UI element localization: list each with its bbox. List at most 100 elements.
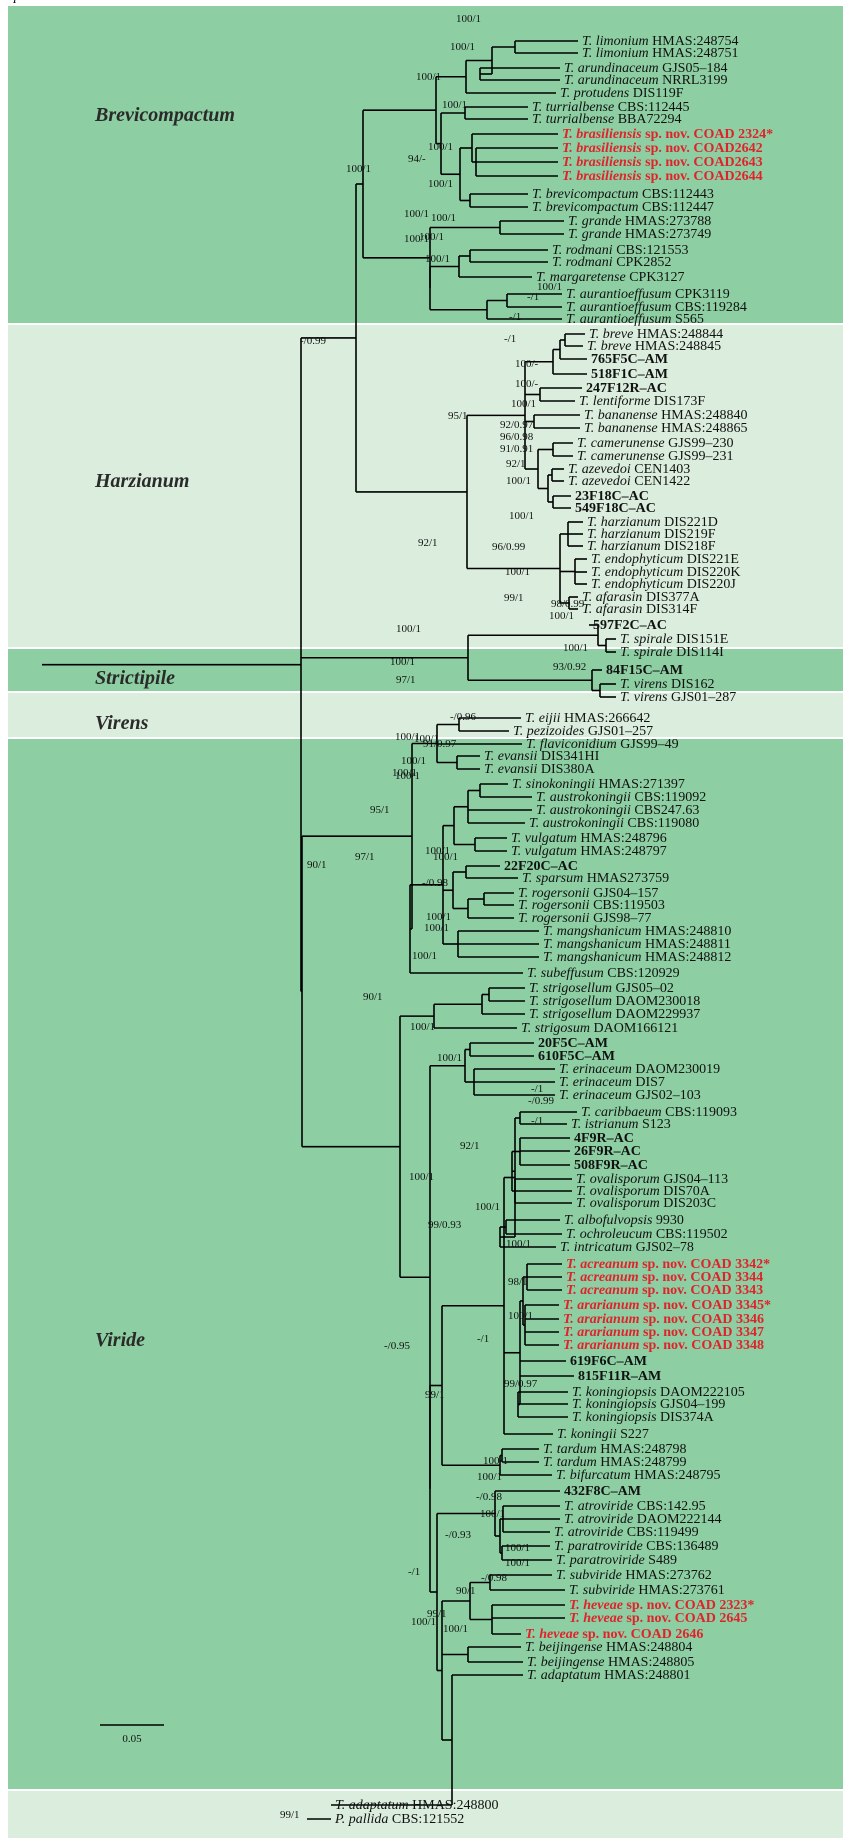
tip-strain-id: DIS220J bbox=[687, 577, 737, 592]
tip-species-name: T. rogersonii bbox=[518, 911, 593, 926]
tip-strain-id: DAOM166121 bbox=[593, 1021, 678, 1036]
tip-species-name: T. turrialbense bbox=[532, 112, 618, 127]
tip-label: T. koningiopsis GJS04–199 bbox=[572, 1397, 725, 1412]
tip-strain-id: CBS:121553 bbox=[616, 243, 688, 258]
tip-label: T. camerunense GJS99–230 bbox=[577, 436, 733, 451]
support-value: 100/1 bbox=[456, 13, 481, 25]
tip-species-name: T. albofulvopsis bbox=[564, 1213, 656, 1228]
tip-species-name: T. subviride bbox=[556, 1568, 625, 1583]
support-value: 100/1 bbox=[425, 845, 450, 857]
tip-label: T. caribbaeum CBS:119093 bbox=[581, 1105, 737, 1120]
support-value: 95/1 bbox=[448, 410, 468, 422]
tip-species-name: T. rogersonii bbox=[518, 898, 593, 913]
tip-label: T. rogersonii CBS:119503 bbox=[518, 898, 665, 913]
clade-label-harzianum: Harzianum bbox=[94, 470, 189, 492]
tip-label: 26F9R–AC bbox=[574, 1144, 641, 1159]
tip-label-new-species: T. ararianum sp. nov. COAD 3345* bbox=[563, 1298, 771, 1313]
tip-label: 765F5C–AM bbox=[591, 352, 668, 367]
band-outgroup bbox=[8, 1790, 843, 1838]
band-harzianum bbox=[8, 324, 843, 648]
tip-label: T. ovalisporum DIS203C bbox=[576, 1196, 716, 1211]
tip-species-name: T. endophyticum bbox=[591, 565, 687, 580]
tip-strain-id: DIS70A bbox=[663, 1184, 711, 1199]
tip-species-name: T. mangshanicum bbox=[543, 937, 645, 952]
tip-strain-id: sp. nov. COAD 3344 bbox=[642, 1270, 763, 1285]
tip-species-name: T. ararianum bbox=[563, 1312, 643, 1327]
support-value: 90/1 bbox=[363, 991, 383, 1003]
tip-species-name: T. lentiforme bbox=[579, 394, 654, 409]
tip-label-new-species: T. ararianum sp. nov. COAD 3346 bbox=[563, 1312, 764, 1327]
tip-strain-id: 4F9R–AC bbox=[574, 1131, 634, 1146]
tip-strain-id: DIS374A bbox=[660, 1410, 715, 1425]
support-value: 100/1 bbox=[549, 610, 574, 622]
tip-label: T. harzianum DIS218F bbox=[587, 539, 716, 554]
support-value: 91/0.97 bbox=[423, 738, 457, 750]
tip-strain-id: DIS151E bbox=[676, 632, 728, 647]
support-value: 100/1 bbox=[505, 566, 530, 578]
tip-label: T. turrialbense CBS:112445 bbox=[532, 100, 690, 115]
tip-strain-id: sp. nov. COAD 3343 bbox=[642, 1283, 763, 1298]
tip-strain-id: 597F2C–AC bbox=[593, 618, 667, 633]
tip-species-name: T. spirale bbox=[620, 632, 676, 647]
tip-label: T. beijingense HMAS:248804 bbox=[525, 1640, 692, 1655]
tip-species-name: T. caribbaeum bbox=[581, 1105, 665, 1120]
tip-strain-id: sp. nov. COAD 3346 bbox=[643, 1312, 764, 1327]
tip-species-name: T. arundinaceum bbox=[564, 73, 662, 88]
tip-strain-id: DAOM229937 bbox=[615, 1007, 700, 1022]
tip-label: T. rogersonii GJS04–157 bbox=[518, 886, 658, 901]
tip-species-name: T. afarasin bbox=[582, 602, 646, 617]
tip-strain-id: HMAS:273762 bbox=[625, 1568, 711, 1583]
tip-species-name: T. ochroleucum bbox=[566, 1227, 656, 1242]
tip-species-name: T. ovalisporum bbox=[576, 1196, 663, 1211]
support-value: 100/- bbox=[515, 358, 539, 370]
tip-species-name: T. acreanum bbox=[566, 1270, 642, 1285]
tip-strain-id: 619F6C–AM bbox=[570, 1354, 647, 1369]
tip-label: T. atroviride CBS:119499 bbox=[554, 1525, 699, 1540]
support-value: 100/1 bbox=[411, 1616, 436, 1628]
tip-species-name: T. sinokoningii bbox=[512, 777, 598, 792]
support-value: -/1 bbox=[504, 333, 516, 345]
tip-label: T. vulgatum HMAS:248796 bbox=[511, 831, 667, 846]
tip-strain-id: S565 bbox=[675, 312, 704, 327]
tip-label: T. subeffusum CBS:120929 bbox=[527, 966, 680, 981]
tip-label: P. pallida CBS:299.78 bbox=[0, 0, 126, 4]
tip-species-name: T. acreanum bbox=[566, 1283, 642, 1298]
support-value: 100/1 bbox=[425, 253, 450, 265]
scale-bar: 0.05 bbox=[100, 1724, 164, 1745]
tip-label: 619F6C–AM bbox=[570, 1354, 647, 1369]
tip-strain-id: 765F5C–AM bbox=[591, 352, 668, 367]
tip-label: T. rodmani CPK2852 bbox=[552, 255, 671, 270]
tip-species-name: T. brasiliensis bbox=[562, 127, 645, 142]
support-value: 91/0.91 bbox=[500, 443, 533, 455]
tip-label: T. aurantioeffusum CPK3119 bbox=[566, 287, 730, 302]
band-viride bbox=[8, 738, 843, 1790]
tip-label: T. endophyticum DIS221E bbox=[591, 552, 739, 567]
tip-strain-id: DIS7 bbox=[635, 1075, 665, 1090]
tip-strain-id: sp. nov. COAD 2646 bbox=[582, 1627, 703, 1642]
tip-species-name: T. sparsum bbox=[522, 871, 587, 886]
tip-label: 432F8C–AM bbox=[564, 1484, 641, 1499]
tip-species-name: T. breve bbox=[587, 339, 635, 354]
tip-strain-id: HMAS:273788 bbox=[625, 214, 711, 229]
support-value: -/0.96 bbox=[450, 711, 476, 723]
tip-label: 23F18C–AC bbox=[575, 489, 649, 504]
tip-label: T. adaptatum HMAS:248801 bbox=[527, 1668, 691, 1683]
tip-label: T. harzianum DIS219F bbox=[587, 527, 716, 542]
tree-branches bbox=[42, 41, 616, 1820]
tip-species-name: T. heveae bbox=[569, 1611, 626, 1626]
tip-label: 247F12R–AC bbox=[586, 381, 667, 396]
tip-strain-id: CEN1403 bbox=[634, 462, 690, 477]
support-value: 100/1 bbox=[433, 851, 458, 863]
tip-label: T. sparsum HMAS273759 bbox=[522, 871, 669, 886]
tip-label: T. beijingense HMAS:248805 bbox=[527, 1655, 694, 1670]
tip-strain-id: HMAS:248805 bbox=[608, 1655, 694, 1670]
tip-strain-id: DIS218F bbox=[664, 539, 716, 554]
tip-label: T. rodmani CBS:121553 bbox=[552, 243, 689, 258]
tip-label: T. brevicompactum CBS:112443 bbox=[532, 187, 714, 202]
support-value: 97/1 bbox=[355, 851, 375, 863]
tip-label: T. paratroviride S489 bbox=[556, 1553, 677, 1568]
support-value: 90/1 bbox=[456, 1585, 476, 1597]
tip-strain-id: GJS04–113 bbox=[663, 1172, 728, 1187]
tip-label: T. erinaceum DIS7 bbox=[559, 1075, 665, 1090]
